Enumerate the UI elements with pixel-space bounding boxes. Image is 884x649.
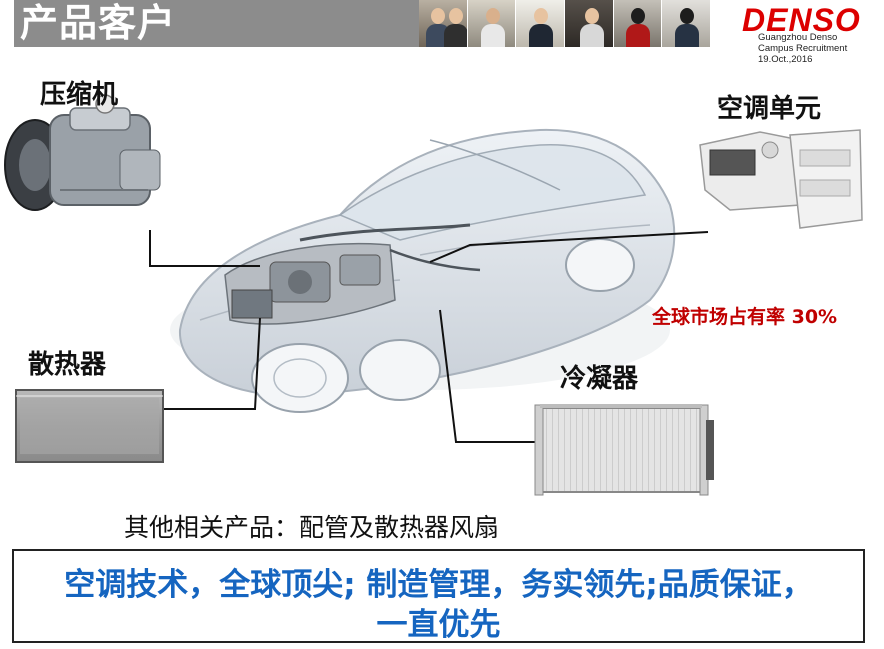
staff-photo bbox=[565, 0, 614, 47]
compressor-label: 压缩机 bbox=[40, 80, 119, 110]
condenser-label: 冷凝器 bbox=[560, 364, 639, 394]
logo-subtitle: Guangzhou Denso Campus Recruitment 19.Oc… bbox=[758, 32, 848, 65]
compressor-image bbox=[4, 94, 161, 211]
staff-photo bbox=[613, 0, 663, 47]
staff-photo bbox=[516, 0, 566, 47]
car-illustration bbox=[170, 128, 676, 413]
condenser-image bbox=[534, 404, 714, 496]
staff-photo bbox=[662, 0, 712, 47]
ac-unit-label: 空调单元 bbox=[717, 94, 822, 124]
staff-photo bbox=[419, 0, 468, 47]
denso-logo: DENSO bbox=[742, 2, 861, 38]
radiator-image bbox=[15, 389, 164, 463]
market-share-text: 全球市场占有率 30% bbox=[652, 306, 838, 328]
other-products-text: 其他相关产品：配管及散热器风扇 bbox=[124, 513, 500, 542]
radiator-label: 散热器 bbox=[28, 350, 107, 380]
slogan-box: 空调技术，全球顶尖; 制造管理，务实领先;品质保证， 一直优先 bbox=[12, 549, 865, 643]
slogan-line-1: 空调技术，全球顶尖; 制造管理，务实领先;品质保证， bbox=[64, 567, 813, 603]
slogan-line-2: 一直优先 bbox=[376, 607, 501, 643]
ac-unit-image bbox=[699, 129, 863, 229]
photo-strip bbox=[419, 0, 712, 47]
staff-photo bbox=[467, 0, 517, 47]
header-bar bbox=[14, 0, 419, 47]
page-title: 产品客户 bbox=[20, 1, 177, 45]
leader-lines bbox=[149, 230, 709, 443]
